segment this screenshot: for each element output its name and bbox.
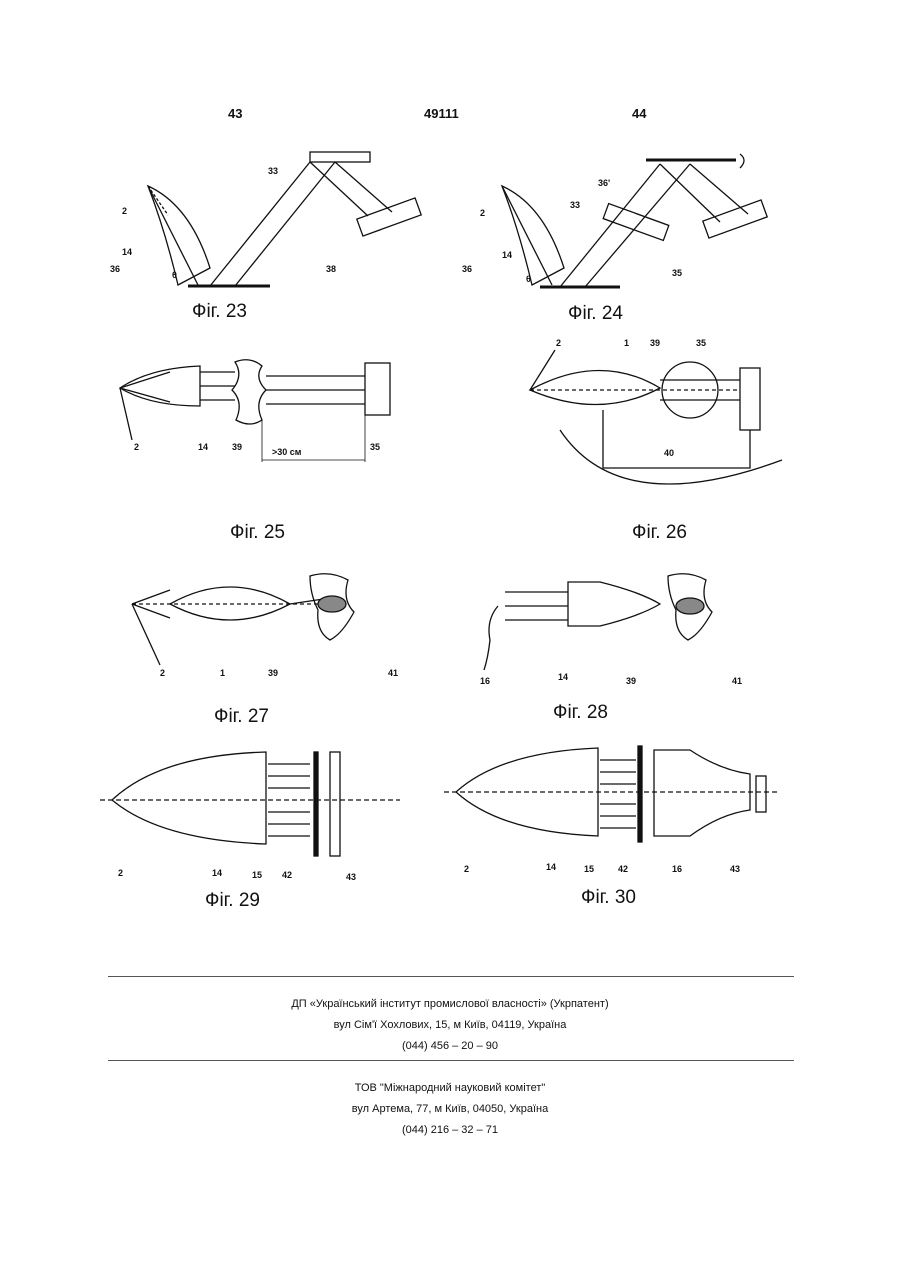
fig29-label-42: 42 [282, 870, 292, 880]
footer-divider-middle [108, 1060, 794, 1061]
figure-27-drawing: 2 1 39 41 [132, 574, 398, 678]
publisher-name: ДП «Український інститут промислової вла… [0, 994, 900, 1015]
fig25-label-39: 39 [232, 442, 242, 452]
fig25-label-14: 14 [198, 442, 208, 452]
fig23-label-2: 2 [122, 206, 127, 216]
figure-28-drawing: 16 14 39 41 [480, 574, 742, 686]
fig29-label-2: 2 [118, 868, 123, 878]
fig25-label-distance: >30 см [272, 447, 302, 457]
figure-25-drawing: 2 14 39 >30 см 35 [120, 360, 390, 462]
fig27-label-39: 39 [268, 668, 278, 678]
printer-address: вул Артема, 77, м Київ, 04050, Україна [0, 1099, 900, 1120]
fig30-label-2: 2 [464, 864, 469, 874]
fig30-label-15: 15 [584, 864, 594, 874]
figure-24-caption: Фіг. 24 [568, 303, 623, 325]
fig28-label-39: 39 [626, 676, 636, 686]
fig27-label-41: 41 [388, 668, 398, 678]
fig24-label-33: 33 [570, 200, 580, 210]
footer-divider-top [108, 976, 794, 977]
fig26-label-2: 2 [556, 338, 561, 348]
fig30-label-14: 14 [546, 862, 556, 872]
fig24-label-theta: θ [526, 274, 531, 284]
figure-29-drawing: 2 14 15 42 43 [100, 752, 400, 882]
figure-25-caption: Фіг. 25 [230, 522, 285, 544]
figure-26-drawing: 2 1 39 35 40 [530, 338, 782, 484]
fig24-label-14: 14 [502, 250, 512, 260]
figure-23-caption: Фіг. 23 [192, 301, 247, 323]
fig26-label-1: 1 [624, 338, 629, 348]
figure-23-drawing: 2 14 36 33 38 θ [110, 152, 421, 286]
figure-24-drawing: 2 14 36 33 36' 35 θ [462, 154, 767, 287]
fig27-label-1: 1 [220, 668, 225, 678]
figure-27-caption: Фіг. 27 [214, 706, 269, 728]
fig29-label-15: 15 [252, 870, 262, 880]
publisher-phone: (044) 456 – 20 – 90 [0, 1036, 900, 1057]
figure-30-caption: Фіг. 30 [581, 887, 636, 909]
fig24-label-36: 36 [462, 264, 472, 274]
figure-28-caption: Фіг. 28 [553, 702, 608, 724]
fig23-label-33: 33 [268, 166, 278, 176]
fig25-label-2: 2 [134, 442, 139, 452]
fig28-label-14: 14 [558, 672, 568, 682]
figure-26-caption: Фіг. 26 [632, 522, 687, 544]
fig23-label-36: 36 [110, 264, 120, 274]
printer-name: ТОВ "Міжнародний науковий комітет" [0, 1078, 900, 1099]
fig23-label-14: 14 [122, 247, 132, 257]
fig23-label-theta: θ [172, 270, 177, 280]
fig23-label-38: 38 [326, 264, 336, 274]
printer-block: ТОВ "Міжнародний науковий комітет" вул А… [0, 1078, 900, 1141]
fig24-label-36prime: 36' [598, 178, 610, 188]
fig30-label-16: 16 [672, 864, 682, 874]
patent-drawings: 2 14 36 33 38 θ 2 14 36 33 36' 35 θ [0, 0, 900, 960]
printer-phone: (044) 216 – 32 – 71 [0, 1120, 900, 1141]
fig26-label-39: 39 [650, 338, 660, 348]
fig27-label-2: 2 [160, 668, 165, 678]
fig29-label-14: 14 [212, 868, 222, 878]
fig29-label-43: 43 [346, 872, 356, 882]
fig30-label-42: 42 [618, 864, 628, 874]
fig28-label-16: 16 [480, 676, 490, 686]
fig26-label-40: 40 [664, 448, 674, 458]
fig25-label-35: 35 [370, 442, 380, 452]
figure-30-drawing: 2 14 15 42 16 43 [444, 746, 780, 874]
publisher-block: ДП «Український інститут промислової вла… [0, 994, 900, 1057]
figure-29-caption: Фіг. 29 [205, 890, 260, 912]
fig28-label-41: 41 [732, 676, 742, 686]
publisher-address: вул Сім'ї Хохлових, 15, м Київ, 04119, У… [0, 1015, 900, 1036]
fig30-label-43: 43 [730, 864, 740, 874]
fig26-label-35: 35 [696, 338, 706, 348]
fig24-label-2: 2 [480, 208, 485, 218]
fig24-label-35: 35 [672, 268, 682, 278]
